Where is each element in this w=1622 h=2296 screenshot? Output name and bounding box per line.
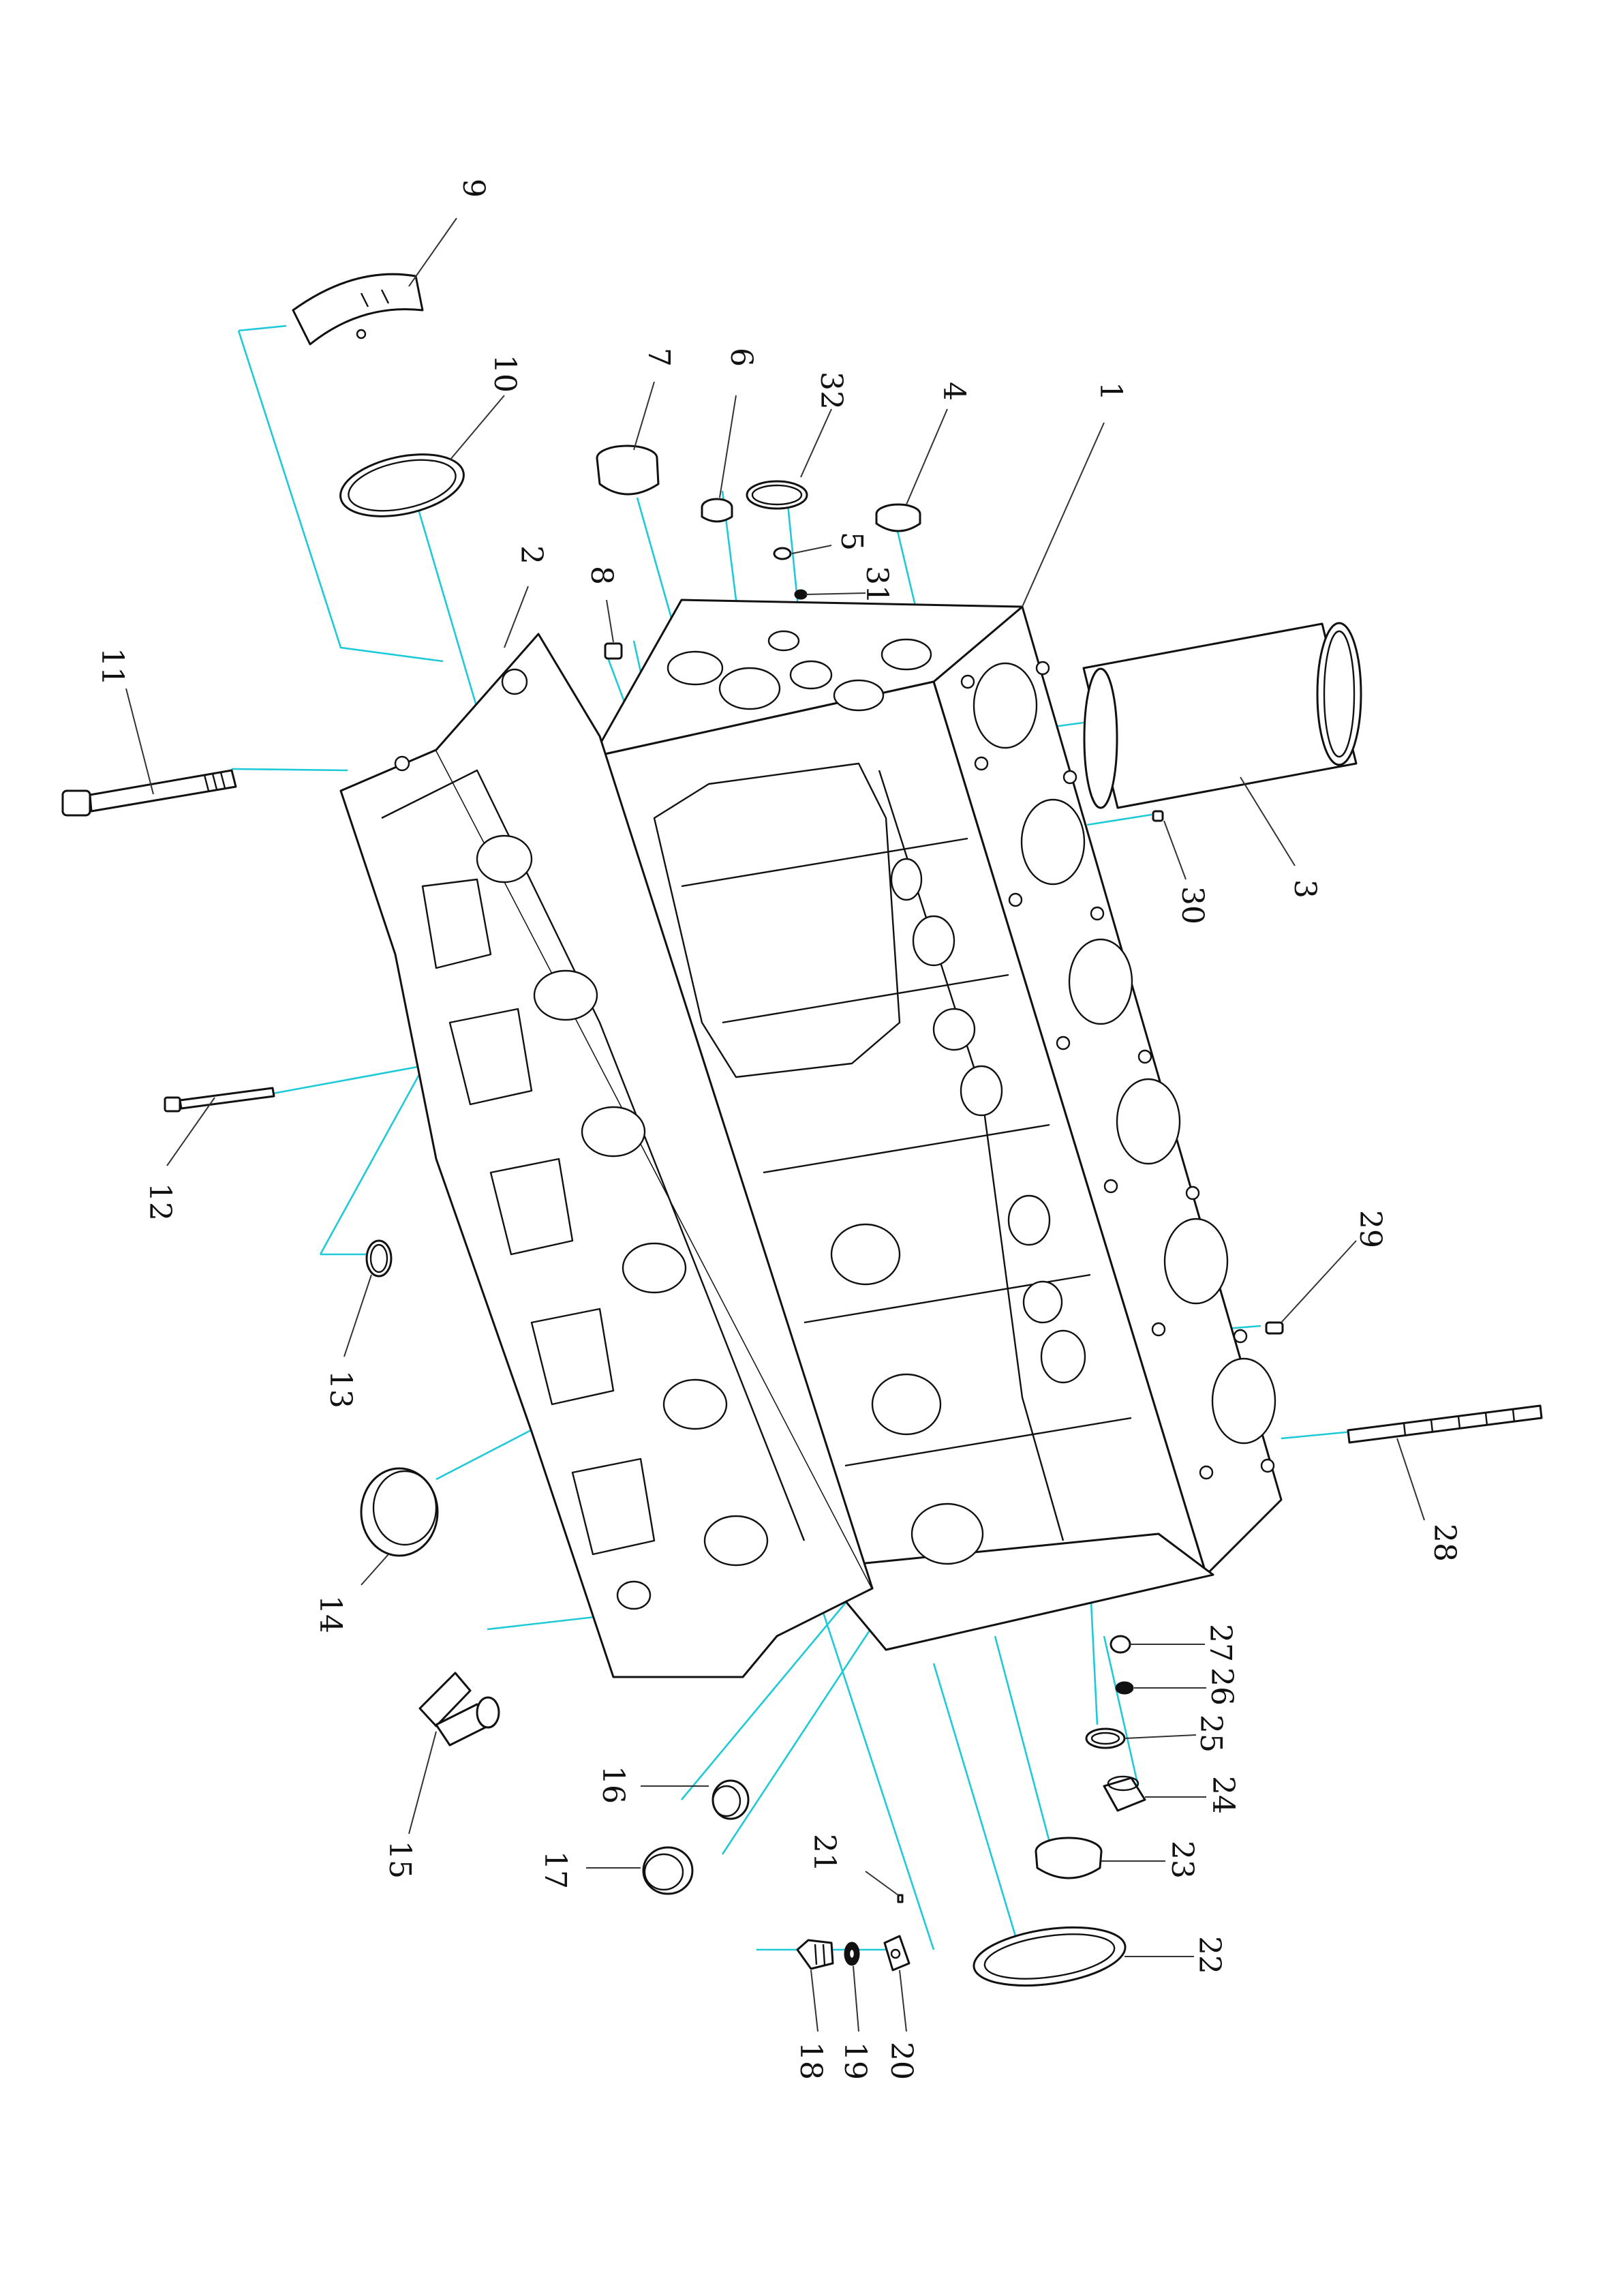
part-15-elbow-fitting [418,1672,500,1747]
part-6-bushing [701,498,733,523]
callout-21: 21 [807,1834,842,1872]
cylinder-bore-3 [1068,938,1133,1025]
callout-20: 20 [884,2042,919,2080]
part-12-bolt [164,1087,275,1113]
bearing-ladder-frame [339,633,874,1678]
callout-10: 10 [487,354,522,393]
callout-4: 4 [936,382,971,401]
part-8-dowel [604,642,623,660]
callout-29: 29 [1353,1210,1388,1248]
part-22-seal-ring [973,1926,1127,1987]
callout-numbers: 1 2 3 4 5 6 7 8 9 10 11 12 13 14 15 16 1… [95,179,1462,2080]
deck-holes [960,661,1275,1480]
callout-7: 7 [641,348,676,367]
callout-26: 26 [1204,1667,1239,1706]
callout-11: 11 [95,648,129,686]
part-30-pin [1152,810,1164,822]
part-19-washer [844,1942,860,1966]
callout-14: 14 [313,1595,348,1633]
part-20-nozzle [883,1935,911,1972]
part-13-o-ring [365,1239,393,1278]
callout-1: 1 [1093,382,1128,401]
callout-2: 2 [514,545,549,564]
part-29-pin [1265,1321,1284,1335]
callout-6: 6 [724,348,759,367]
cylinder-bore-2 [1020,798,1086,886]
callout-24: 24 [1206,1776,1240,1814]
callout-5: 5 [834,532,869,551]
part-18-bolt [796,1939,834,1970]
callout-27: 27 [1203,1624,1238,1662]
callout-15: 15 [382,1841,417,1879]
callout-25: 25 [1193,1715,1228,1753]
cylinder-block [592,599,1283,1651]
part-28-stud [1347,1404,1543,1444]
part-11-long-bolt [61,769,237,817]
callout-13: 13 [323,1370,358,1408]
part-21-small-pin [897,1894,904,1903]
callout-16: 16 [596,1766,630,1804]
part-17-plug [642,1846,694,1895]
callout-19: 19 [838,2042,872,2080]
callout-8: 8 [584,566,619,585]
callout-12: 12 [142,1183,177,1221]
callout-9: 9 [456,179,491,198]
part-23-cap [1035,1837,1103,1879]
part-16-plug [711,1779,750,1820]
callout-23: 23 [1165,1841,1199,1879]
cylinder-bore-5 [1163,1218,1229,1305]
part-14-large-plug [360,1467,439,1557]
part-26-washer [1115,1681,1134,1695]
part-31-pin [794,589,808,600]
callout-18: 18 [793,2042,828,2080]
leader-lines [125,217,1425,2032]
cylinder-bore-1 [973,662,1038,749]
callout-22: 22 [1192,1936,1227,1974]
part-9-bearing-band [292,273,424,346]
part-25-o-ring [1085,1727,1126,1749]
part-27-sleeve [1110,1635,1131,1654]
callout-32: 32 [814,372,848,410]
part-32-o-ring [746,480,808,510]
part-10-gasket-ring [339,453,465,517]
part-7-sleeve [596,444,660,496]
part-5-plug [773,547,792,560]
callout-28: 28 [1427,1524,1462,1562]
part-24-plug-fitting [1103,1775,1146,1812]
cylinder-bore-6 [1211,1357,1276,1445]
cylinder-bore-4 [1116,1078,1181,1165]
callout-17: 17 [538,1851,572,1889]
cylinder-liner [1082,622,1362,809]
part-4-bushing [875,503,921,532]
callout-31: 31 [859,566,894,604]
callout-3: 3 [1287,879,1322,898]
callout-30: 30 [1175,886,1210,924]
